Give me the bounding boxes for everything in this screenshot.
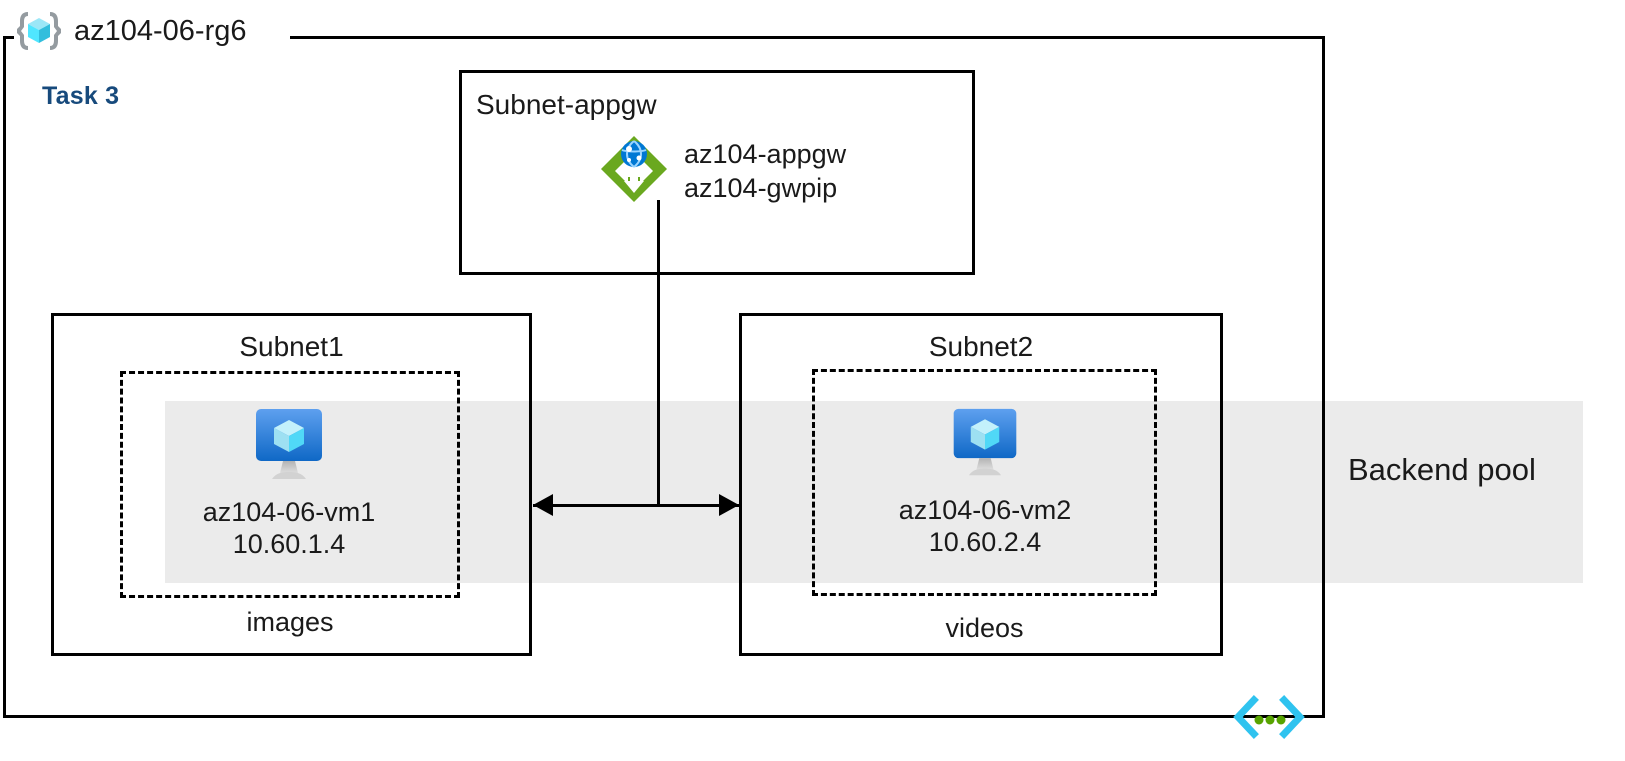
- vm2-name: az104-06-vm2: [898, 495, 1072, 525]
- vm1-node: az104-06-vm1 10.60.1.4: [159, 402, 419, 561]
- backend-pool-band: [165, 401, 1583, 583]
- application-gateway-labels: az104-appgw az104-gwpip: [684, 138, 846, 206]
- task-label: Task 3: [42, 82, 120, 110]
- subnet2-box: Subnet2: [739, 313, 1223, 656]
- subnet-link-line: [533, 504, 739, 507]
- subnet1-title: Subnet1: [239, 331, 344, 362]
- subnet1-dashed-boundary: [120, 371, 460, 598]
- vm2-ip: 10.60.2.4: [928, 527, 1042, 558]
- vm1-name: az104-06-vm1: [202, 497, 376, 527]
- code-brackets-icon: [1232, 694, 1306, 740]
- arrowhead-right-icon: [719, 494, 739, 516]
- resource-group-cube-icon: [16, 10, 62, 52]
- application-gateway-node: az104-appgw az104-gwpip: [598, 133, 846, 210]
- backend-pool-label: Backend pool: [1348, 452, 1536, 487]
- appgw-to-backend-connector: [657, 200, 660, 506]
- vm2-node: az104-06-vm2 10.60.2.4: [855, 400, 1115, 559]
- virtual-machine-icon: [855, 400, 1115, 486]
- vm1-ip: 10.60.1.4: [232, 529, 346, 560]
- virtual-machine-icon: [159, 402, 419, 488]
- subnet-appgw-box: Subnet-appgw: [459, 70, 975, 275]
- application-gateway-icon: [598, 133, 670, 210]
- resource-group-box: [3, 36, 1325, 718]
- resource-group-header: az104-06-rg6: [16, 8, 247, 54]
- subnet1-caption: images: [246, 607, 334, 637]
- subnet2-dashed-boundary: [812, 369, 1157, 596]
- resource-group-name: az104-06-rg6: [74, 14, 247, 47]
- subnet1-box: Subnet1: [51, 313, 532, 656]
- arrowhead-left-icon: [533, 494, 553, 516]
- appgw-resource-name: az104-appgw: [684, 138, 847, 169]
- appgw-public-ip-name: az104-gwpip: [684, 172, 838, 203]
- subnet2-caption: videos: [945, 613, 1024, 643]
- subnet2-title: Subnet2: [928, 331, 1034, 362]
- resource-group-header-mask: [14, 22, 290, 52]
- subnet-appgw-title: Subnet-appgw: [476, 89, 657, 120]
